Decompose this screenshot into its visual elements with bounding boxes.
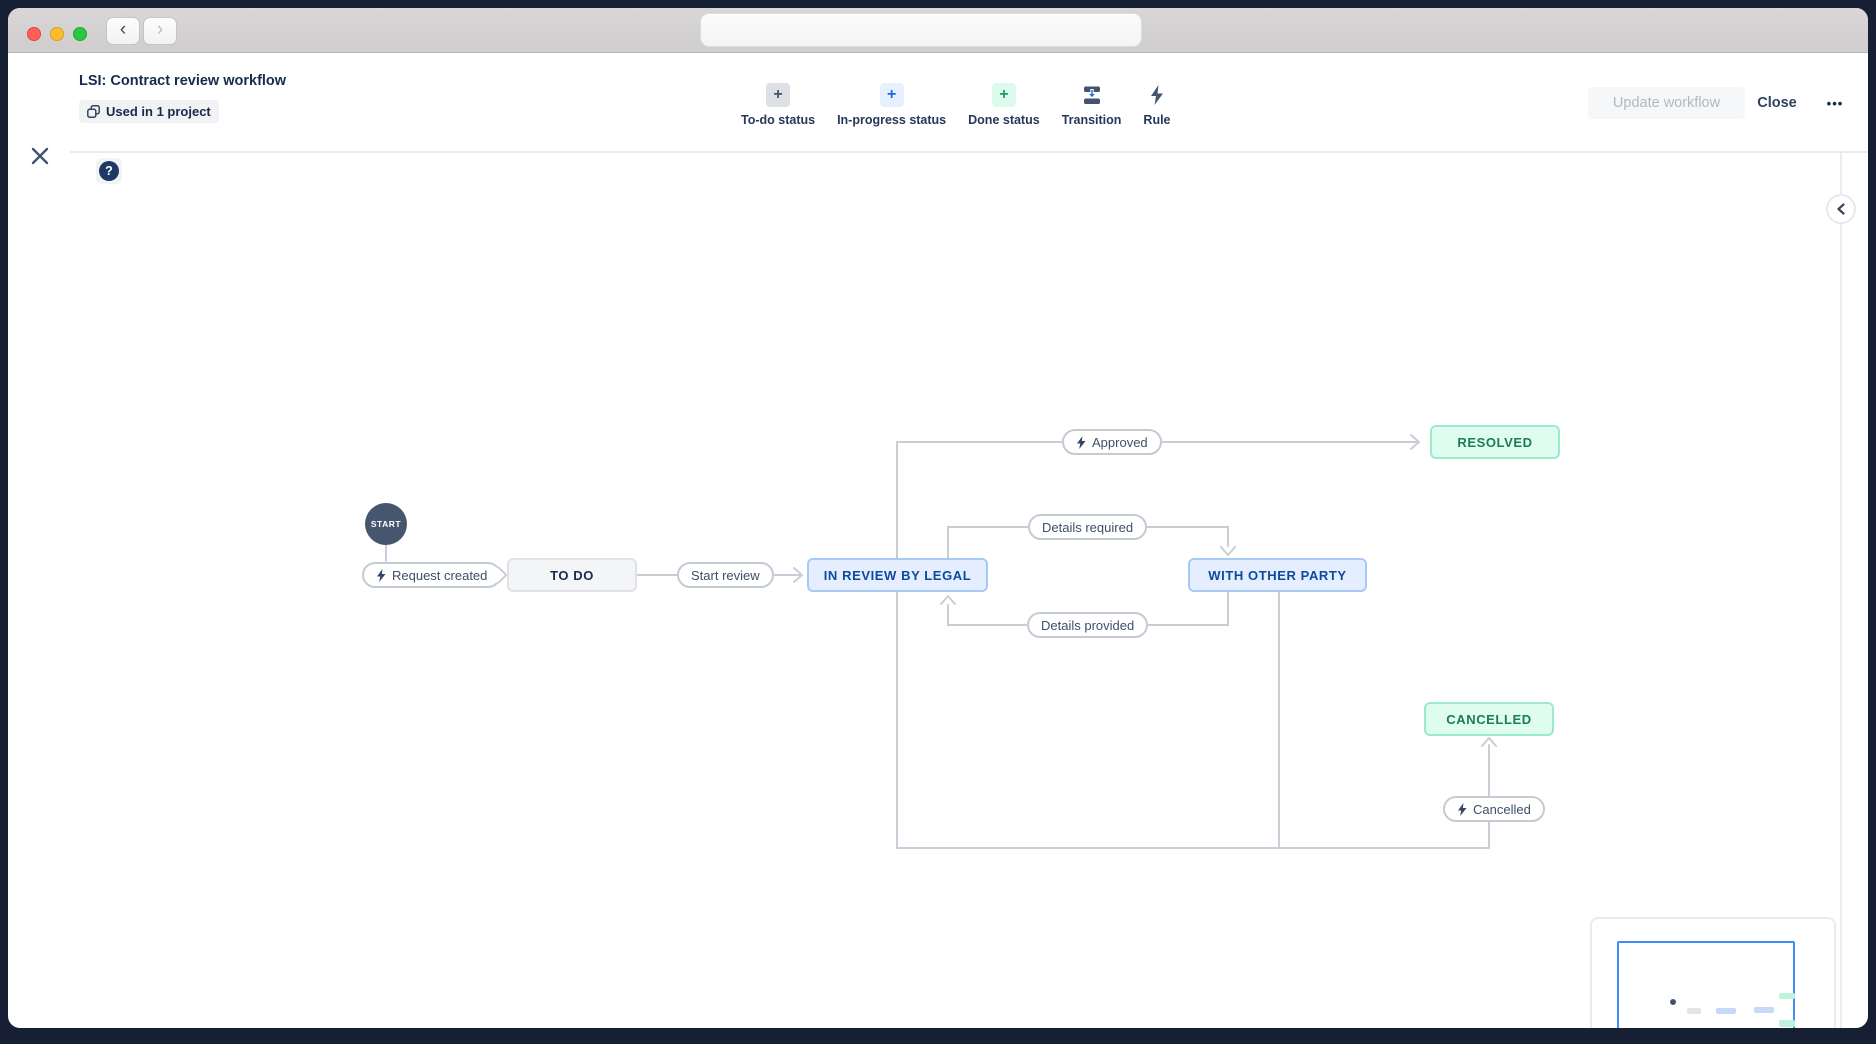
browser-forward-button[interactable]: › bbox=[143, 17, 177, 45]
minimap-todo-bar bbox=[1687, 1008, 1701, 1014]
transition-start-review[interactable]: Start review bbox=[677, 562, 774, 588]
rule-lightning-icon bbox=[377, 568, 386, 582]
add-done-status-button[interactable]: + Done status bbox=[968, 83, 1040, 127]
close-icon bbox=[31, 147, 49, 165]
plus-icon: + bbox=[766, 83, 791, 107]
question-mark-icon: ? bbox=[99, 161, 119, 181]
help-button[interactable]: ? bbox=[96, 158, 122, 184]
rule-lightning-icon bbox=[1458, 802, 1467, 816]
titlebar: ‹ › bbox=[8, 8, 1868, 53]
add-todo-status-button[interactable]: + To-do status bbox=[741, 83, 815, 127]
workflow-editor-header: LSI: Contract review workflow Used in 1 … bbox=[8, 53, 1868, 165]
status-cancelled[interactable]: CANCELLED bbox=[1424, 702, 1554, 736]
transition-approved[interactable]: Approved bbox=[1062, 429, 1162, 455]
rule-lightning-icon bbox=[1077, 435, 1086, 449]
minimap-inreview-bar bbox=[1716, 1008, 1736, 1014]
window-minimize-button[interactable] bbox=[50, 27, 64, 41]
close-editor-button[interactable] bbox=[28, 144, 52, 168]
browser-back-button[interactable]: ‹ bbox=[106, 17, 140, 45]
window-zoom-button[interactable] bbox=[73, 27, 87, 41]
minimap-otherparty-bar bbox=[1754, 1007, 1774, 1013]
address-bar[interactable] bbox=[700, 13, 1142, 47]
right-panel-divider bbox=[1840, 153, 1842, 1028]
minimap-panel bbox=[1590, 917, 1836, 1028]
status-in-review-by-legal[interactable]: IN REVIEW BY LEGAL bbox=[807, 558, 988, 592]
plus-icon: + bbox=[991, 83, 1016, 107]
minimap-viewport[interactable] bbox=[1617, 941, 1795, 1028]
transition-details-provided[interactable]: Details provided bbox=[1027, 612, 1149, 638]
transition-cancelled[interactable]: Cancelled bbox=[1443, 796, 1545, 822]
update-workflow-button[interactable]: Update workflow bbox=[1588, 87, 1745, 119]
minimap-resolved-bar bbox=[1779, 993, 1795, 999]
transition-details-required[interactable]: Details required bbox=[1028, 514, 1148, 540]
used-in-projects-badge[interactable]: Used in 1 project bbox=[79, 100, 219, 123]
minimap-start-dot bbox=[1670, 999, 1676, 1005]
transition-icon bbox=[1080, 83, 1104, 107]
status-to-do[interactable]: TO DO bbox=[507, 558, 637, 592]
minimap-cancelled-bar bbox=[1779, 1020, 1795, 1027]
transition-request-created[interactable]: Request created bbox=[362, 562, 502, 588]
add-inprogress-status-button[interactable]: + In-progress status bbox=[837, 83, 946, 127]
badge-label: Used in 1 project bbox=[106, 104, 211, 119]
workflow-connectors bbox=[385, 434, 1497, 849]
status-with-other-party[interactable]: WITH OTHER PARTY bbox=[1188, 558, 1367, 592]
header-divider bbox=[70, 151, 1868, 153]
lightning-icon bbox=[1145, 83, 1169, 107]
add-transition-button[interactable]: Transition bbox=[1062, 83, 1121, 127]
chevron-left-icon bbox=[1837, 203, 1845, 215]
workflow-title: LSI: Contract review workflow bbox=[79, 73, 287, 89]
plus-icon: + bbox=[879, 83, 904, 107]
window-close-button[interactable] bbox=[27, 27, 41, 41]
panel-collapse-button[interactable] bbox=[1826, 194, 1856, 224]
copy-icon bbox=[87, 105, 100, 118]
status-resolved[interactable]: RESOLVED bbox=[1430, 425, 1560, 459]
more-menu-button[interactable]: ••• bbox=[1813, 87, 1857, 119]
editor-toolbar: + To-do status + In-progress status + Do… bbox=[741, 83, 1171, 127]
browser-window: ‹ › LSI: Contract review workflow Used i… bbox=[8, 8, 1868, 1028]
start-node[interactable]: START bbox=[365, 503, 407, 545]
close-button[interactable]: Close bbox=[1753, 87, 1801, 119]
add-rule-button[interactable]: Rule bbox=[1143, 83, 1171, 127]
